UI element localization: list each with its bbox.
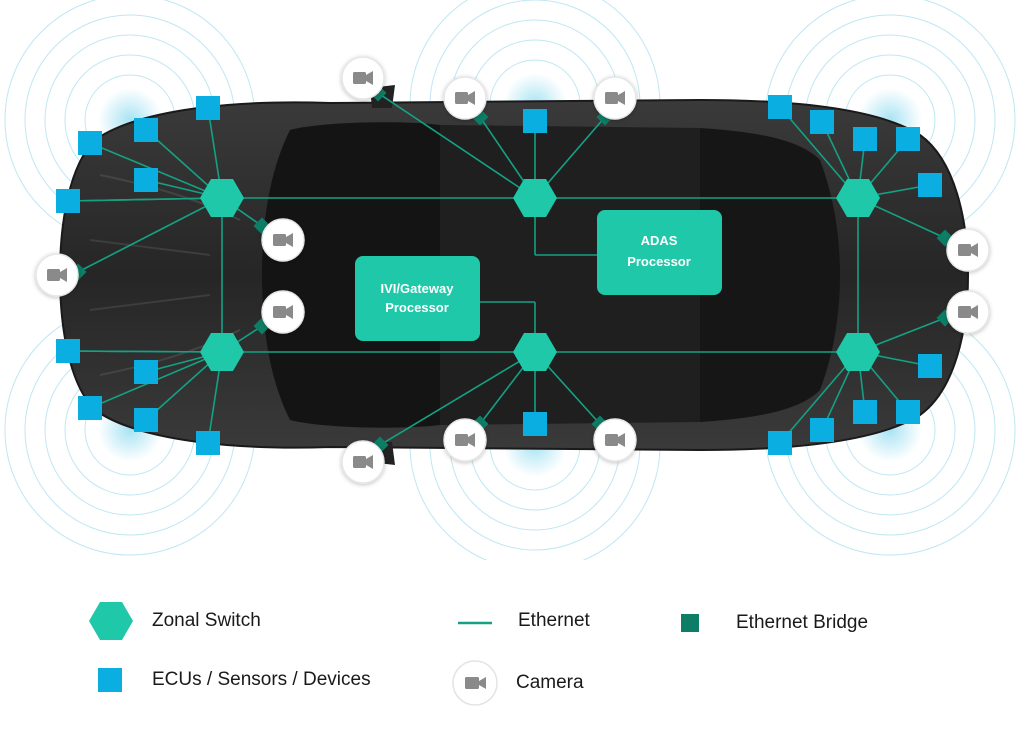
ecu-sensor-node[interactable]: [523, 109, 547, 133]
ivi-gateway-processor[interactable]: IVI/Gateway Processor: [355, 256, 480, 341]
ecu-sensor-node[interactable]: [78, 396, 102, 420]
camera-body: [47, 269, 60, 281]
camera-icon[interactable]: [261, 290, 305, 334]
ecu-sensor-node[interactable]: [810, 110, 834, 134]
camera-icon[interactable]: [35, 253, 79, 297]
legend-camera-label: Camera: [516, 672, 584, 693]
camera-lens: [618, 91, 625, 105]
zonal-architecture-diagram: ADAS Processor IVI/Gateway Processor: [4, 0, 1016, 560]
ecu-sensor-node[interactable]: [853, 400, 877, 424]
camera-icon[interactable]: [261, 218, 305, 262]
camera-lens: [971, 243, 978, 257]
zonal-switch-cf[interactable]: [513, 179, 557, 217]
legend-ethernet: Ethernet: [458, 610, 590, 632]
ecu-sensor-node[interactable]: [134, 118, 158, 142]
ecu-sensor-node[interactable]: [78, 131, 102, 155]
ecu-sensor-node[interactable]: [134, 360, 158, 384]
legend-ethernet-bridge: Ethernet Bridge: [680, 612, 868, 634]
camera-body: [353, 72, 366, 84]
ecu-sensor-node[interactable]: [918, 173, 942, 197]
ivi-processor-subtitle: Processor: [385, 300, 449, 315]
zonal-switch-fr[interactable]: [200, 333, 244, 371]
ivi-processor-title: IVI/Gateway: [381, 281, 455, 296]
adas-processor-title: ADAS: [641, 233, 678, 248]
zonal-switch-fl[interactable]: [200, 179, 244, 217]
ethernet-link: [379, 351, 536, 446]
camera-lens: [286, 305, 293, 319]
legend-ethernet-label: Ethernet: [518, 610, 590, 631]
camera-icon[interactable]: [593, 76, 637, 120]
camera-body: [958, 244, 971, 256]
square-icon: [98, 668, 122, 692]
camera-body: [605, 434, 618, 446]
ecu-sensor-node[interactable]: [768, 95, 792, 119]
camera-body: [958, 306, 971, 318]
zonal-switch-rr[interactable]: [836, 333, 880, 371]
legend-zonal-switch-label: Zonal Switch: [152, 610, 261, 631]
ecu-sensor-node[interactable]: [768, 431, 792, 455]
ecu-sensor-node[interactable]: [896, 400, 920, 424]
camera-lens: [468, 433, 475, 447]
camera-lens: [971, 305, 978, 319]
legend-ecus: ECUs / Sensors / Devices: [98, 668, 371, 692]
legend: Zonal Switch ECUs / Sensors / Devices Et…: [0, 580, 1024, 730]
camera-icon: [452, 660, 498, 706]
camera-lens: [468, 91, 475, 105]
ecu-sensor-node[interactable]: [523, 412, 547, 436]
camera-lens: [60, 268, 67, 282]
ecu-sensor-node[interactable]: [853, 127, 877, 151]
ecu-sensor-node[interactable]: [196, 431, 220, 455]
camera-body: [273, 306, 286, 318]
ecu-sensor-node[interactable]: [56, 339, 80, 363]
ecu-sensor-node[interactable]: [196, 96, 220, 120]
camera-icon[interactable]: [593, 418, 637, 462]
ethernet-link: [77, 197, 223, 273]
ethernet-link: [377, 92, 536, 199]
camera-lens: [286, 233, 293, 247]
adas-processor[interactable]: ADAS Processor: [597, 210, 722, 295]
legend-zonal-switch: Zonal Switch: [88, 600, 261, 642]
ecu-sensor-node[interactable]: [918, 354, 942, 378]
camera-body: [455, 434, 468, 446]
camera-lens: [366, 71, 373, 85]
camera-body: [605, 92, 618, 104]
zonal-switch-cr[interactable]: [513, 333, 557, 371]
camera-body: [455, 92, 468, 104]
adas-processor-subtitle: Processor: [627, 254, 691, 269]
ecu-sensor-node[interactable]: [810, 418, 834, 442]
camera-icon[interactable]: [946, 228, 990, 272]
ecu-sensor-node[interactable]: [134, 168, 158, 192]
ethernet-link: [67, 350, 223, 353]
ethernet-link: [67, 197, 223, 202]
small-square-icon: [681, 614, 699, 632]
camera-icon[interactable]: [341, 440, 385, 484]
ecu-sensor-node[interactable]: [134, 408, 158, 432]
camera-icon[interactable]: [443, 418, 487, 462]
camera-icon[interactable]: [341, 56, 385, 100]
ecu-sensor-node[interactable]: [56, 189, 80, 213]
ethernet-line-icon: [458, 621, 492, 625]
camera-lens: [618, 433, 625, 447]
camera-icon[interactable]: [946, 290, 990, 334]
camera-icon[interactable]: [443, 76, 487, 120]
hexagon-icon: [89, 602, 133, 640]
network-nodes: [35, 56, 990, 484]
legend-camera: Camera: [452, 660, 584, 706]
camera-body: [273, 234, 286, 246]
camera-body: [353, 456, 366, 468]
legend-ecus-label: ECUs / Sensors / Devices: [152, 669, 371, 690]
zonal-switch-rl[interactable]: [836, 179, 880, 217]
legend-ethernet-bridge-label: Ethernet Bridge: [736, 612, 869, 633]
ecu-sensor-node[interactable]: [896, 127, 920, 151]
camera-lens: [366, 455, 373, 469]
